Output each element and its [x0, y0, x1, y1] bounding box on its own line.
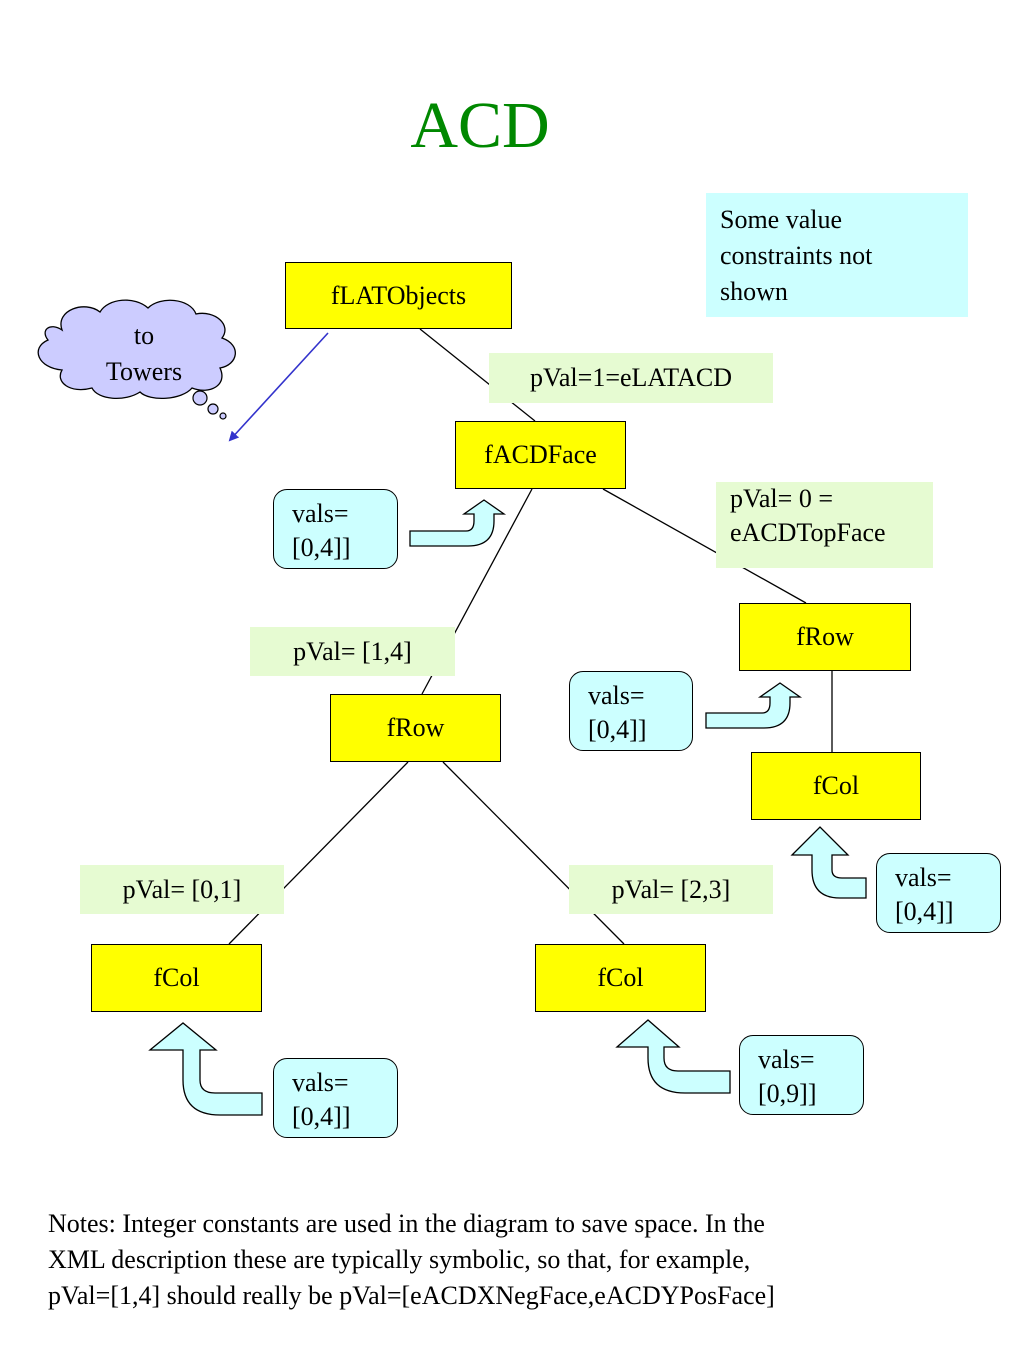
pval-label-line: pVal= [2,3] — [611, 874, 731, 904]
pval-label-line: pVal= [1,4] — [293, 636, 412, 666]
curved-arrow-col-left-2 — [615, 1019, 731, 1094]
curved-arrow-col-left-1 — [148, 1022, 263, 1116]
edge-row-left-to-col-2 — [442, 761, 625, 945]
pval-label-line: pVal= [0,1] — [122, 874, 242, 904]
constraints-note-line: Some value — [720, 205, 843, 234]
constraints-note: Some value constraints not shown — [706, 193, 968, 317]
notes-paragraph: Notes: Integer constants are used in the… — [48, 1206, 978, 1314]
node-frow-left: fRow — [330, 694, 501, 762]
pval-label-acdface: pVal=1=eLATACD — [489, 353, 773, 403]
notes-line: XML description these are typically symb… — [48, 1245, 751, 1274]
vals-box-col-left-2: vals= [0,9]] — [739, 1035, 864, 1115]
node-fcol-left-2: fCol — [535, 944, 706, 1012]
notes-line: Notes: Integer constants are used in the… — [48, 1209, 765, 1238]
cloud-label-line: Towers — [105, 357, 183, 386]
vals-box-acdface: vals= [0,4]] — [273, 489, 398, 569]
vals-box-row-right: vals= [0,4]] — [569, 671, 693, 751]
edge-acdface-to-row-right — [602, 488, 807, 604]
vals-line: [0,4]] — [588, 715, 647, 744]
curved-arrow-acdface — [409, 499, 507, 547]
vals-box-col-right: vals= [0,4]] — [876, 853, 1001, 933]
pval-label-row-left: pVal= [1,4] — [250, 627, 455, 676]
edge-root-to-acdface — [419, 328, 536, 422]
cloud-label: to Towers — [84, 318, 204, 390]
pval-label-line: pVal= 0 = — [730, 484, 833, 513]
node-flatobjects: fLATObjects — [285, 262, 512, 329]
thought-cloud-icon — [37, 299, 236, 420]
curved-arrow-col-right — [790, 826, 867, 899]
vals-line: vals= — [895, 863, 952, 892]
pval-label-line: eACDTopFace — [730, 518, 886, 547]
vals-line: vals= — [292, 499, 349, 528]
vals-line: vals= — [292, 1068, 349, 1097]
page-title: ACD — [410, 89, 550, 162]
constraints-note-line: constraints not — [720, 241, 873, 270]
vals-line: [0,4]] — [292, 533, 351, 562]
node-frow-right: fRow — [739, 603, 911, 671]
pval-label-line: pVal=1=eLATACD — [530, 363, 732, 392]
edge-row-left-to-col-1 — [228, 761, 409, 945]
node-facdface: fACDFace — [455, 421, 626, 489]
towers-pointer-arrow — [228, 332, 329, 442]
vals-line: [0,4]] — [895, 897, 954, 926]
vals-line: [0,9]] — [758, 1079, 817, 1108]
constraints-note-line: shown — [720, 277, 788, 306]
node-fcol-left-1: fCol — [91, 944, 262, 1012]
notes-line: pVal=[1,4] should really be pVal=[eACDXN… — [48, 1281, 775, 1310]
vals-line: vals= — [588, 681, 645, 710]
vals-line: vals= — [758, 1045, 815, 1074]
pval-label-row-right: pVal= 0 = eACDTopFace — [716, 482, 933, 568]
pval-label-col-left-1: pVal= [0,1] — [80, 865, 284, 914]
vals-line: [0,4]] — [292, 1102, 351, 1131]
node-fcol-right: fCol — [751, 752, 921, 820]
pval-label-col-left-2: pVal= [2,3] — [569, 865, 773, 914]
curved-arrow-row-right — [705, 682, 803, 729]
vals-box-col-left-1: vals= [0,4]] — [273, 1058, 398, 1138]
cloud-label-line: to — [133, 321, 155, 350]
